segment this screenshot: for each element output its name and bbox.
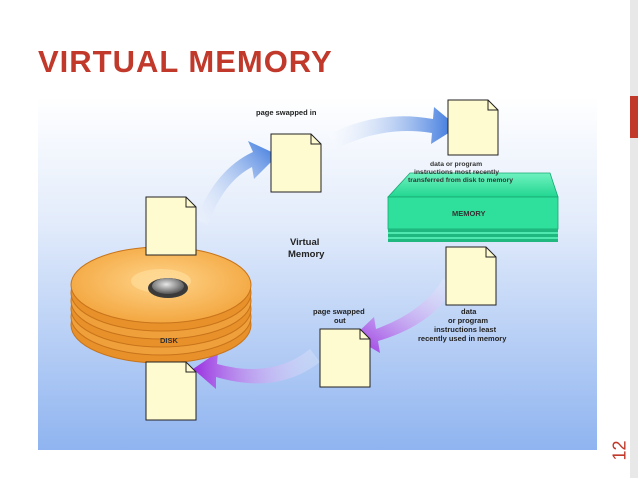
swap-in-arrow-upper: [328, 107, 458, 149]
page-doc-swapped-in: [270, 133, 322, 193]
recent-data-label-3: transferred from disk to memory: [408, 177, 513, 184]
lru-data-label-1: data: [461, 307, 477, 316]
page-swapped-in-label: page swapped in: [256, 108, 317, 117]
swap-out-arrow-upper: [353, 279, 456, 353]
swap-in-arrow-lower: [196, 141, 278, 225]
memory-block: [387, 172, 559, 242]
recent-data-label-2: instructions most recently: [414, 169, 499, 176]
lru-data-label-3: instructions least: [434, 325, 497, 334]
lru-data-label-2: or program: [448, 316, 488, 325]
slide-title: VIRTUAL MEMORY: [38, 44, 333, 79]
swap-out-arrow-lower: [193, 349, 320, 389]
page-doc-swapped-out: [319, 328, 371, 388]
right-edge-accent: [630, 96, 638, 138]
virtual-memory-label-1: Virtual: [290, 237, 319, 248]
slide-number: 12: [609, 440, 630, 461]
lru-data-label-4: recently used in memory: [418, 334, 507, 343]
virtual-memory-label-2: Memory: [288, 249, 325, 260]
diagram-canvas: data or program instructions most recent…: [38, 97, 597, 450]
page-swapped-out-label-2: out: [334, 316, 346, 325]
disk-label: DISK: [160, 336, 179, 345]
page-swapped-out-label-1: page swapped: [313, 307, 365, 316]
disk-stack: [70, 246, 252, 364]
page-doc-memory-bottom: [445, 246, 497, 306]
recent-data-label-1: data or program: [430, 161, 482, 168]
right-edge-bar: [630, 0, 638, 478]
memory-label: MEMORY: [452, 209, 485, 218]
page-doc-memory-top: [447, 99, 499, 156]
page-doc-disk-bottom: [145, 361, 197, 421]
virtual-memory-diagram: data or program instructions most recent…: [38, 97, 597, 450]
page-doc-disk-top: [145, 196, 197, 256]
